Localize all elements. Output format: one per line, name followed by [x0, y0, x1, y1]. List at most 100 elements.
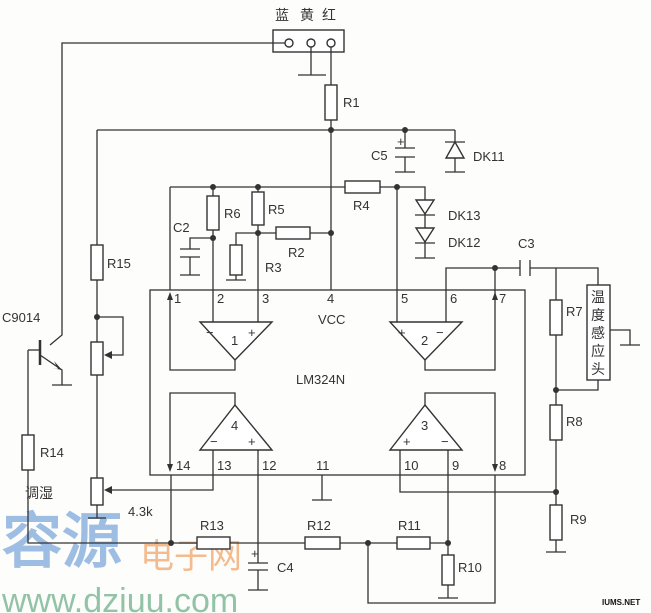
schematic-part — [324, 84, 338, 121]
vcc-label: VCC — [318, 312, 345, 327]
label-7: 8 — [499, 458, 506, 473]
label-0: 温 — [591, 290, 605, 306]
schematic-part — [549, 404, 563, 441]
amp-number: 2 — [421, 333, 428, 348]
opamp-2 — [388, 321, 464, 362]
label-8: 9 — [452, 458, 459, 473]
label-5: 6 — [450, 291, 457, 306]
label-1: 2 — [217, 291, 224, 306]
connector: 蓝 黄 红 — [272, 7, 345, 53]
label-2: 感 — [591, 325, 605, 342]
amp2-plus: + — [398, 325, 406, 340]
schematic-part — [396, 536, 431, 550]
label-6: 7 — [499, 291, 506, 306]
schematic-part — [328, 127, 334, 133]
schematic-part — [167, 292, 173, 300]
connector-label-blue: 蓝 — [275, 8, 289, 24]
schematic-part — [168, 540, 174, 546]
label-pot_label: 调湿 — [25, 486, 53, 502]
label-9: 10 — [404, 458, 418, 473]
junctions — [94, 127, 559, 546]
c5-plus: + — [397, 134, 405, 149]
label-r1: R1 — [343, 95, 360, 110]
schematic-part — [304, 536, 341, 550]
label-10: 11 — [316, 458, 330, 473]
schematic-part — [21, 434, 35, 471]
watermark-cn: 容源 — [2, 507, 122, 577]
label-c3: C3 — [518, 236, 535, 251]
schematic-part — [365, 540, 371, 546]
schematic-part — [229, 244, 243, 276]
label-4: 头 — [591, 362, 605, 378]
schematic-part — [255, 230, 261, 236]
label-1: 度 — [591, 308, 605, 324]
opamp-1 — [198, 321, 274, 362]
schematic-part — [492, 265, 498, 271]
resistors — [21, 84, 563, 586]
schematic-part — [206, 195, 220, 231]
trimmer-arrow — [104, 351, 112, 359]
diodes — [414, 140, 466, 244]
label-r13: R13 — [200, 518, 224, 533]
schematic-part — [414, 227, 436, 244]
amp3-plus: + — [403, 434, 411, 449]
schematic-part — [255, 184, 261, 190]
schematic-part — [444, 140, 466, 159]
label-c2: C2 — [173, 220, 190, 235]
label-13: 14 — [176, 458, 190, 473]
opamp-feedback — [169, 295, 496, 470]
label-3: 应 — [591, 343, 605, 360]
schematic-part — [441, 554, 455, 586]
label-2: 3 — [262, 291, 269, 306]
amp2-minus: − — [436, 325, 444, 340]
schematic-part — [90, 244, 104, 281]
amp-number: 3 — [421, 418, 428, 433]
schematic-part — [553, 489, 559, 495]
schematic-part — [94, 314, 100, 320]
label-r8: R8 — [566, 414, 583, 429]
schematic-part — [414, 199, 436, 216]
schematic-part — [90, 477, 104, 506]
watermark-corner: IUMS.NET — [602, 598, 640, 607]
label-q: C9014 — [2, 310, 40, 325]
label-0: 1 — [174, 291, 181, 306]
label-c4: C4 — [277, 560, 294, 575]
label-4: 5 — [401, 291, 408, 306]
label-11: 12 — [262, 458, 276, 473]
label-pot_value: 4.3k — [128, 504, 153, 519]
label-c5: C5 — [371, 148, 388, 163]
transistor-emitter-arrow — [52, 361, 62, 370]
sensor-label: 温 度 感 应 头 — [591, 290, 605, 378]
opamp-3 — [388, 403, 464, 451]
schematic-part — [549, 299, 563, 336]
ic-name: LM324N — [296, 372, 345, 387]
watermark-url: www.dziuu.com — [1, 582, 238, 613]
amp4-plus: + — [248, 434, 256, 449]
schematic-part — [210, 184, 216, 190]
schematic-part — [492, 292, 498, 300]
schematic-part — [251, 191, 265, 226]
amp1-plus: + — [248, 325, 256, 340]
schematic-part — [306, 38, 316, 48]
label-dk11: DK11 — [473, 149, 505, 164]
label-dk13: DK13 — [448, 208, 481, 223]
schematic-part — [549, 504, 563, 541]
schematic-part — [326, 38, 336, 48]
label-r3: R3 — [265, 260, 282, 275]
opamp-input-leads — [212, 290, 449, 475]
schematic-part — [394, 184, 400, 190]
opamp-4 — [198, 403, 274, 451]
schematic-part — [344, 180, 381, 194]
schematic-part — [284, 38, 294, 48]
schematic-part — [445, 540, 451, 546]
label-r9: R9 — [570, 512, 587, 527]
label-r5: R5 — [268, 202, 285, 217]
label-r2: R2 — [288, 245, 305, 260]
schematic-part — [167, 464, 173, 472]
wires — [27, 42, 640, 604]
amp1-minus: − — [206, 325, 214, 340]
schematic-part — [275, 226, 311, 240]
